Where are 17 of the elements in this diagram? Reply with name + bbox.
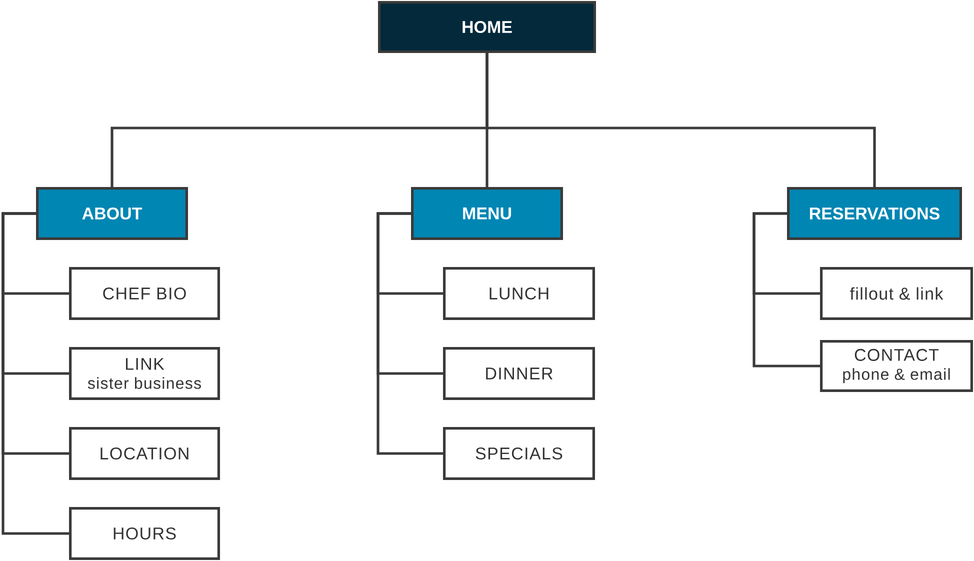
page-box: fillout & link <box>820 267 973 320</box>
page-box: SPECIALS <box>443 427 595 480</box>
page-box: CONTACT phone & email <box>820 340 973 392</box>
top-box: HOME <box>378 1 596 53</box>
connector-line <box>376 212 443 455</box>
connector-line <box>2 212 69 535</box>
connector-line <box>486 53 876 187</box>
page-box: LUNCH <box>443 267 595 320</box>
page-box: LINK sister business <box>69 347 220 400</box>
page-box: CHEF BIO <box>69 267 220 320</box>
section-box: MENU <box>411 187 563 240</box>
page-box: LOCATION <box>69 427 220 480</box>
page-box: HOURS <box>69 507 220 560</box>
page-box: DINNER <box>443 347 595 400</box>
connector-line <box>752 212 820 368</box>
section-box: ABOUT <box>36 187 188 240</box>
section-box: RESERVATIONS <box>787 187 962 240</box>
